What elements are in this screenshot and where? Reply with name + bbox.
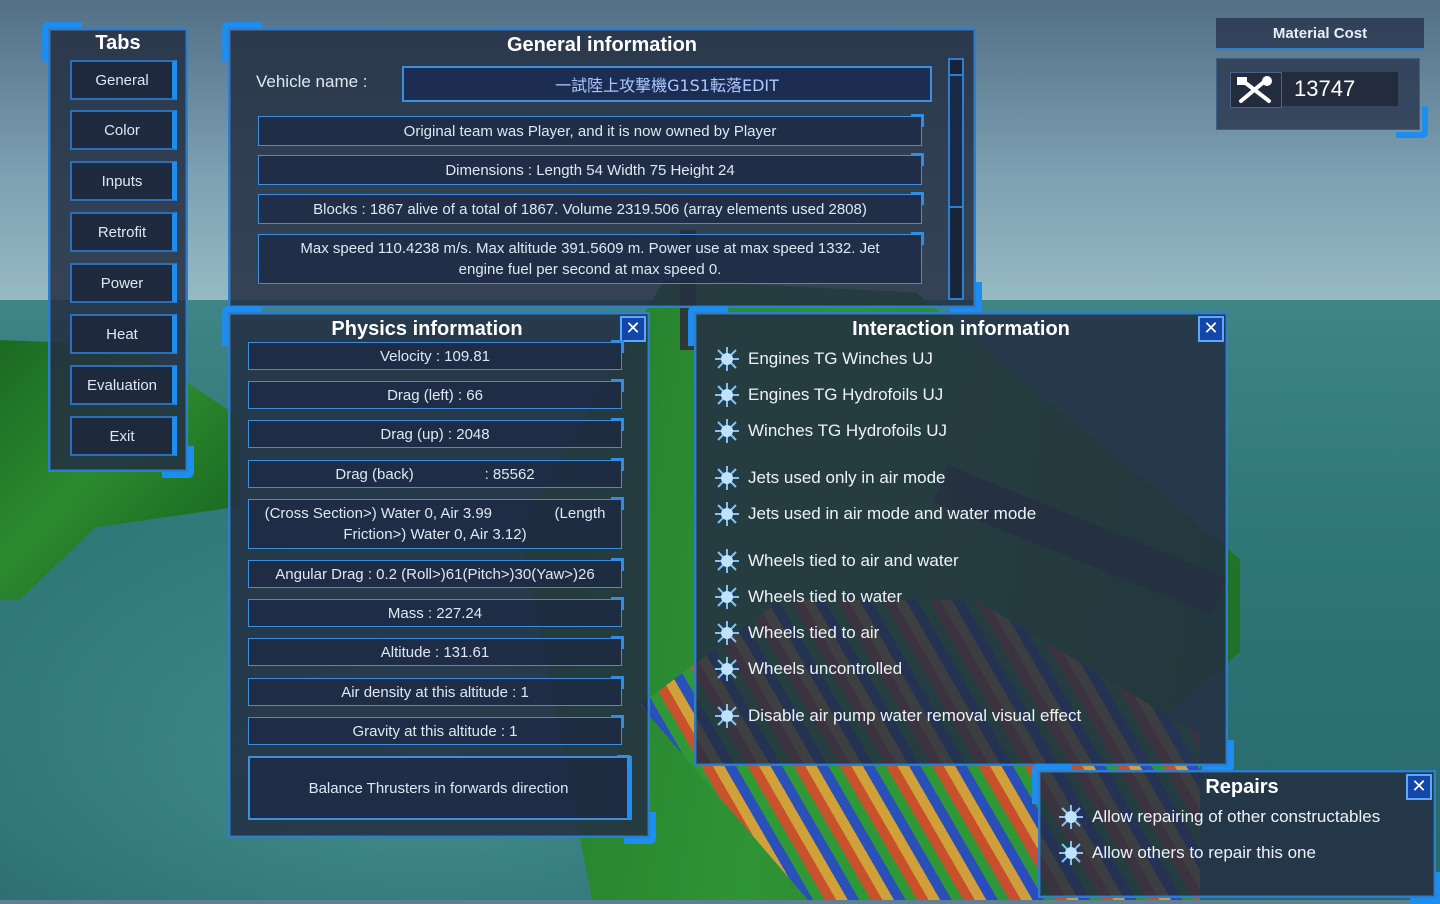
material-cost-header: Material Cost	[1216, 18, 1424, 50]
panel-corner-decoration	[1032, 764, 1072, 804]
repairs-title: Repairs	[1205, 776, 1279, 798]
drag-up-info: Drag (up) : 2048	[248, 418, 624, 448]
toggle-jets-air-mode[interactable]: Jets used only in air mode	[714, 463, 946, 493]
panel-corner-decoration	[162, 446, 194, 478]
general-scrollbar[interactable]	[948, 58, 964, 300]
interaction-info-panel: Interaction information ✕ Engines TG Win…	[688, 306, 1234, 772]
panel-corner-decoration	[624, 812, 656, 844]
altitude-info: Altitude : 131.61	[248, 636, 624, 666]
interaction-item-label: Wheels tied to air and water	[748, 551, 959, 570]
panel-corner-decoration	[950, 282, 982, 314]
owner-info: Original team was Player, and it is now …	[258, 114, 924, 146]
tab-color[interactable]: Color	[70, 110, 177, 150]
panel-corner-decoration	[222, 306, 262, 346]
interaction-item-label: Jets used only in air mode	[748, 468, 946, 487]
interaction-item-label: Jets used in air mode and water mode	[748, 504, 1037, 523]
balance-thrusters-button[interactable]: Balance Thrusters in forwards direction	[248, 755, 632, 820]
physics-info-panel: Physics information ✕ Velocity : 109.81 …	[222, 306, 656, 844]
interaction-item-label: Wheels tied to water	[748, 587, 903, 606]
tab-heat[interactable]: Heat	[70, 314, 177, 354]
general-info-title: General information	[506, 34, 698, 56]
max-speed-info: Max speed 110.4238 m/s. Max altitude 391…	[258, 232, 924, 284]
repairs-panel: Repairs ✕ Allow repairing of other const…	[1032, 764, 1440, 904]
drag-back-info: Drag (back) : 85562	[248, 458, 624, 488]
repairs-item-label: Allow repairing of other constructables	[1092, 807, 1381, 826]
tab-power[interactable]: Power	[70, 263, 177, 303]
mass-info: Mass : 227.24	[248, 597, 624, 627]
blocks-info: Blocks : 1867 alive of a total of 1867. …	[258, 192, 924, 224]
panel-corner-decoration	[42, 22, 82, 62]
dimensions-info: Dimensions : Length 54 Width 75 Height 2…	[258, 153, 924, 185]
panel-corner-decoration	[1410, 872, 1440, 904]
gear-icon	[715, 383, 739, 407]
interaction-item-label: Wheels uncontrolled	[748, 659, 903, 678]
tabs-panel: Tabs General Color Inputs Retrofit Power…	[42, 22, 194, 478]
toggle-air-pump-visual[interactable]: Disable air pump water removal visual ef…	[714, 701, 1081, 731]
gear-icon	[715, 549, 739, 573]
tools-icon	[1230, 72, 1282, 108]
gear-icon	[1059, 805, 1083, 829]
toggle-engines-tg-hydrofoils[interactable]: Engines TG Hydrofoils UJ	[714, 380, 943, 410]
toggle-engines-tg-winches[interactable]: Engines TG Winches UJ	[714, 344, 933, 374]
repairs-item-label: Allow others to repair this one	[1092, 843, 1316, 862]
gear-icon	[715, 466, 739, 490]
interaction-item-label: Wheels tied to air	[748, 623, 880, 642]
close-icon[interactable]: ✕	[1198, 316, 1224, 342]
scrollbar-thumb[interactable]	[950, 74, 962, 208]
material-cost-title: Material Cost	[1272, 24, 1368, 42]
vehicle-name-label: Vehicle name :	[256, 72, 368, 91]
gear-icon	[715, 585, 739, 609]
toggle-wheels-air-water[interactable]: Wheels tied to air and water	[714, 546, 959, 576]
tab-inputs[interactable]: Inputs	[70, 161, 177, 201]
material-cost-panel: 13747	[1216, 58, 1428, 138]
angular-drag-info: Angular Drag : 0.2 (Roll>)61(Pitch>)30(Y…	[248, 558, 624, 588]
material-cost-value: 13747	[1282, 72, 1398, 106]
gear-icon	[715, 704, 739, 728]
interaction-item-label: Disable air pump water removal visual ef…	[748, 706, 1082, 725]
gear-icon	[715, 621, 739, 645]
physics-info-title: Physics information	[331, 318, 523, 340]
gear-icon	[715, 657, 739, 681]
interaction-item-label: Engines TG Winches UJ	[748, 349, 933, 368]
close-icon[interactable]: ✕	[1406, 774, 1432, 800]
panel-corner-decoration	[1396, 106, 1428, 138]
toggle-wheels-water[interactable]: Wheels tied to water	[714, 582, 902, 612]
velocity-info: Velocity : 109.81	[248, 340, 624, 370]
gravity-info: Gravity at this altitude : 1	[248, 715, 624, 745]
interaction-item-label: Winches TG Hydrofoils UJ	[748, 421, 948, 440]
toggle-jets-air-water-mode[interactable]: Jets used in air mode and water mode	[714, 499, 1036, 529]
gear-icon	[1059, 841, 1083, 865]
panel-corner-decoration	[688, 306, 728, 346]
tab-general[interactable]: General	[70, 60, 177, 100]
gear-icon	[715, 347, 739, 371]
tabs-title: Tabs	[95, 32, 141, 54]
toggle-wheels-air[interactable]: Wheels tied to air	[714, 618, 879, 648]
panel-corner-decoration	[1202, 740, 1234, 772]
gear-icon	[715, 502, 739, 526]
panel-corner-decoration	[222, 22, 262, 62]
air-density-info: Air density at this altitude : 1	[248, 676, 624, 706]
close-icon[interactable]: ✕	[620, 316, 646, 342]
toggle-wheels-uncontrolled[interactable]: Wheels uncontrolled	[714, 654, 902, 684]
interaction-item-label: Engines TG Hydrofoils UJ	[748, 385, 944, 404]
toggle-allow-repair[interactable]: Allow others to repair this one	[1058, 838, 1316, 868]
drag-left-info: Drag (left) : 66	[248, 379, 624, 409]
tab-exit[interactable]: Exit	[70, 416, 177, 456]
tab-evaluation[interactable]: Evaluation	[70, 365, 177, 405]
cross-section-info: (Cross Section>) Water 0, Air 3.99 (Leng…	[248, 497, 624, 549]
gear-icon	[715, 419, 739, 443]
general-info-panel: General information Vehicle name : 一試陸上攻…	[222, 22, 982, 314]
toggle-repair-others[interactable]: Allow repairing of other constructables	[1058, 802, 1380, 832]
interaction-info-title: Interaction information	[852, 318, 1070, 340]
vehicle-name-input[interactable]: 一試陸上攻撃機G1S1転落EDIT	[402, 66, 932, 102]
tab-retrofit[interactable]: Retrofit	[70, 212, 177, 252]
toggle-winches-tg-hydrofoils[interactable]: Winches TG Hydrofoils UJ	[714, 416, 947, 446]
